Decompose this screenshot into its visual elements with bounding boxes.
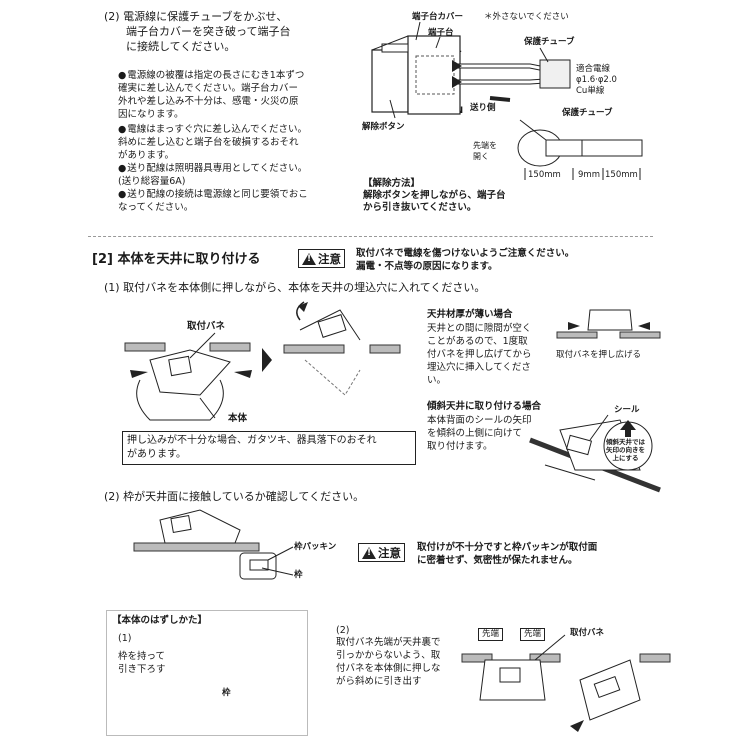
frame-label: 枠: [294, 570, 303, 580]
spring-push-caption: 取付バネを押し広げる: [556, 350, 642, 360]
tip-open-label: 先端を 開く: [473, 141, 497, 161]
protect-tube-label: 保護チューブ: [524, 37, 575, 47]
caution-box: 押し込みが不十分な場合、ガタツキ、器具落下のおそれ があります。: [122, 431, 416, 465]
note-feed-connection: 送り配線の接続は電源線と同じ要領でおこ なってください。: [118, 188, 308, 214]
tip-label-2: 先端: [520, 628, 546, 641]
terminal-cover-label: 端子台カバー: [412, 12, 464, 22]
release-method-text: 解除ボタンを押しながら、端子台 から引き抜いてください。: [363, 190, 506, 213]
caution-label-2: 注意: [378, 545, 401, 560]
step1-instruction: (1) 取付バネを本体側に押しながら、本体を天井の埋込穴に入れてください。: [104, 281, 486, 294]
protect-tube-label-2: 保護チューブ: [562, 108, 613, 118]
caution-text: 取付バネで電線を傷つけないようご注意ください。 漏電・不点等の原因になります。: [356, 248, 575, 272]
terminal-block-label: 端子台: [428, 28, 454, 38]
dim-150-left: 150mm: [528, 170, 561, 180]
release-button-label: 解除ボタン: [362, 122, 405, 132]
section-divider: [88, 236, 653, 237]
note-straight-insert: 電線はまっすぐ穴に差し込んでください。 斜めに差し込むと端子台を破損するおそれ …: [118, 123, 307, 162]
caution-text-2: 取付けが不十分ですと枠パッキンが取付面 に密着せず、気密性が保たれません。: [417, 542, 598, 566]
frame-packing-label: 枠パッキン: [294, 542, 337, 552]
thin-ceiling-title: 天井材厚が薄い場合: [427, 309, 513, 320]
spring-label: 取付バネ: [187, 321, 226, 332]
slope-title: 傾斜天井に取り付ける場合: [427, 401, 542, 412]
note-feed-wiring: 送り配線は照明器具専用としてください。 (送り総容量6A): [118, 162, 307, 188]
dim-9mm: 9mm: [578, 170, 600, 180]
caution-label: 注意: [318, 251, 341, 266]
body-label: 本体: [228, 413, 248, 424]
dim-150-right: 150mm: [605, 170, 638, 180]
step2-check-instruction: (2) 枠が天井面に接触しているか確認してください。: [104, 490, 365, 503]
caution-badge: 注意: [298, 249, 345, 268]
tip-label-1: 先端: [478, 628, 504, 641]
removal-step2-number: (2): [336, 625, 350, 636]
warning-triangle-icon: [362, 546, 376, 559]
removal-step2-text: 取付バネ先端が天井裏で 引っかからないよう、取 付バネを本体側に押しな がら斜め…: [336, 637, 441, 687]
terminal-N-label: N: [456, 106, 464, 116]
removal-panel: [106, 610, 308, 736]
removal-spring-label: 取付バネ: [570, 628, 605, 638]
thin-ceiling-text: 天井との間に隙間が空く ことがあるので、1度取 付バネを押し広げてから 埋込穴に…: [427, 323, 532, 386]
section-2-heading: [2] 本体を天井に取り付ける: [92, 252, 261, 267]
removal-title: 【本体のはずしかた】: [112, 615, 208, 626]
note-wire-strip: 電源線の被覆は指定の長さにむき1本ずつ 確実に差し込んでください。端子台カバー …: [118, 69, 304, 121]
slope-text: 本体背面のシールの矢印 を傾斜の上側に向けて 取り付けます。: [427, 415, 532, 452]
caution-badge-2: 注意: [358, 543, 405, 562]
wire-spec-label: 適合電線 φ1.6·φ2.0 Cu単線: [576, 64, 617, 96]
warning-triangle-icon: [302, 252, 316, 265]
removal-frame-label: 枠: [222, 688, 231, 698]
seal-label: シール: [614, 405, 640, 415]
step2-instruction: (2) 電源線に保護チューブをかぶせ、 端子台カバーを突き破って端子台 に接続し…: [104, 10, 291, 53]
removal-step1-text: 枠を持って 引き下ろす: [118, 651, 166, 675]
removal-step1-number: (1): [118, 633, 132, 644]
do-not-remove-label: ＊外さないでください: [484, 12, 569, 22]
terminal-L-label: L: [456, 45, 462, 55]
feed-side-label: 送り側: [470, 103, 496, 113]
release-method-title: 【解除方法】: [363, 178, 421, 189]
seal-arrow-text: 傾斜天井では 矢印の向きを 上にする: [606, 438, 645, 462]
